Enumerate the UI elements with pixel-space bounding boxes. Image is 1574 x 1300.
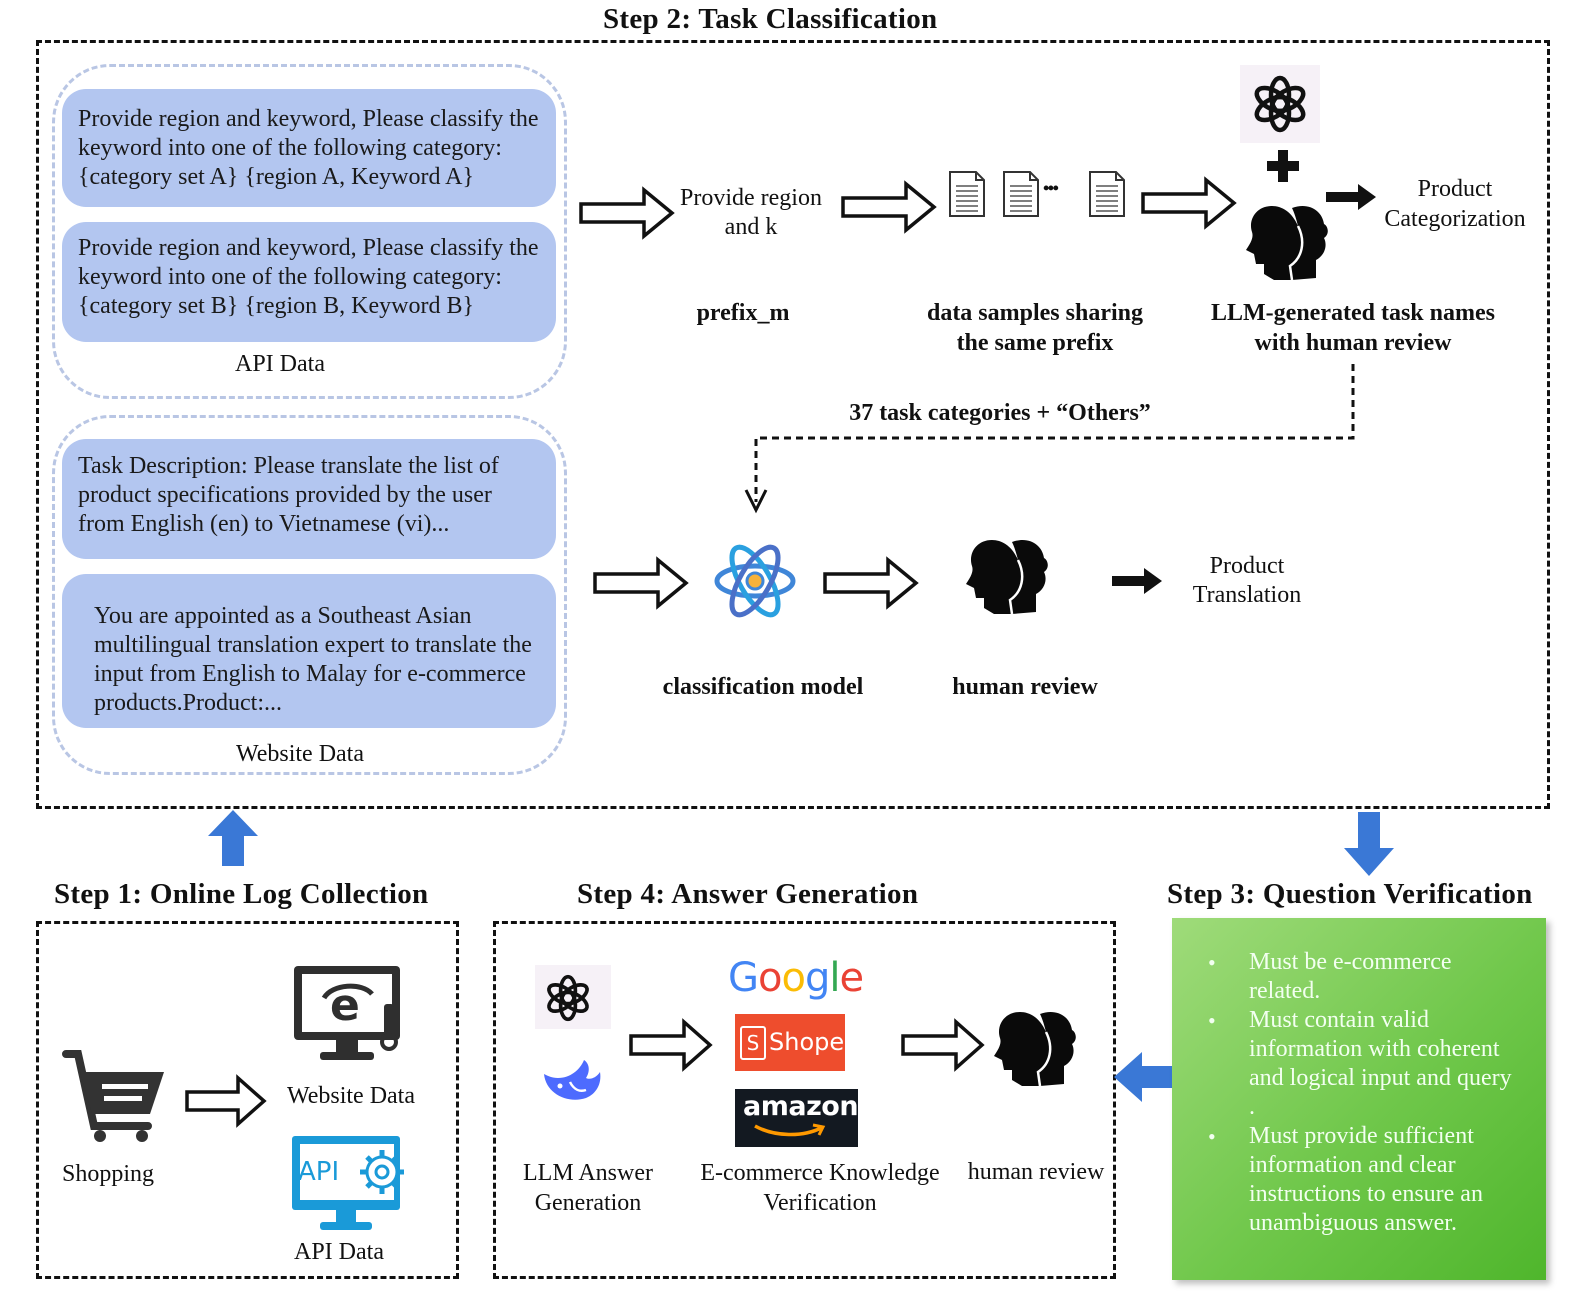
product-categorization: Product Categorization: [1384, 176, 1526, 232]
arrow-knowledge-to-review: [901, 1018, 985, 1072]
website-prompt-bubble-b: You are appointed as a Southeast Asian m…: [62, 574, 556, 728]
task-categories-label: 37 task categories + “Others”: [849, 400, 1151, 426]
website-monitor-icon: e: [294, 966, 400, 1060]
api-monitor-icon: API: [292, 1136, 404, 1230]
arrow-api-to-prefix: [579, 186, 675, 240]
human-head-icon-bottom: [992, 1010, 1078, 1088]
document-icon-2: [1003, 171, 1039, 217]
amazon-text: amazon: [743, 1091, 859, 1122]
blue-arrow-down: [1344, 812, 1394, 876]
document-icon-3: [1089, 171, 1125, 217]
llm-answer-label: LLM Answer Generation: [523, 1160, 653, 1216]
arrow-llm-to-knowledge: [629, 1018, 713, 1072]
step1-frame: [36, 921, 459, 1279]
arrow-to-product-translation: [1112, 568, 1162, 594]
api-prompt-bubble-b: Provide region and keyword, Please class…: [62, 222, 556, 342]
shopping-label: Shopping: [61, 1161, 154, 1187]
website-prompt-bubble-a: Task Description: Please translate the l…: [62, 439, 556, 559]
step4-frame: [493, 921, 1116, 1279]
step4-title: Step 4: Answer Generation: [577, 878, 919, 910]
arrow-shopping-to-sources: [185, 1074, 267, 1128]
shopee-text: Shopee: [769, 1028, 859, 1056]
api-icon-text: API: [298, 1157, 339, 1187]
arrow-model-to-review: [823, 556, 919, 610]
amazon-smile-icon: [754, 1123, 826, 1137]
human-review-label: human review: [952, 674, 1098, 700]
atom-model-icon: [714, 544, 796, 618]
google-logo: Google: [728, 955, 864, 1001]
openai-icon-bottom: [544, 974, 592, 1022]
arrow-to-product-categorization: [1326, 184, 1376, 210]
product-translation: Product Translation: [1192, 553, 1302, 608]
step4-human-review-label: human review: [967, 1159, 1105, 1185]
api-data-group: [52, 64, 567, 399]
human-head-icon-top: [1244, 204, 1330, 282]
blue-arrow-left: [1114, 1052, 1174, 1102]
ellipsis: • • •: [1043, 178, 1059, 198]
amazon-logo: amazon: [735, 1089, 859, 1147]
criteria-list: Must be e-commerce related. Must contain…: [1172, 918, 1546, 1238]
api-prompt-bubble-a: Provide region and keyword, Please class…: [62, 89, 556, 207]
shopee-bag-icon: S: [740, 1026, 766, 1060]
arrow-website-to-model: [593, 556, 689, 610]
llm-task-names-label: LLM-generated task names with human revi…: [1211, 300, 1495, 356]
samples-label: data samples sharing the same prefix: [926, 300, 1144, 356]
step2-frame: [36, 40, 1550, 809]
website-data-group: [52, 415, 567, 775]
prefix-text: Provide region and k: [680, 185, 822, 240]
criterion-item: Must contain valid information with cohe…: [1172, 1006, 1546, 1122]
deepseek-whale-icon: [544, 1060, 601, 1100]
api-data-label: API Data: [294, 1239, 384, 1265]
website-data-label: Website Data: [286, 1083, 415, 1109]
step3-title: Step 3: Question Verification: [1167, 878, 1533, 910]
human-head-icon-middle: [964, 538, 1050, 616]
criterion-item: Must be e-commerce related.: [1172, 948, 1546, 1006]
shopee-logo: S Shopee: [735, 1014, 859, 1071]
blue-arrow-up: [208, 810, 258, 866]
shopping-cart-icon: [62, 1050, 164, 1142]
openai-icon: [1280, 104, 1281, 105]
arrow-samples-to-llm: [1141, 176, 1237, 230]
step1-title: Step 1: Online Log Collection: [54, 878, 429, 910]
criterion-item: Must provide sufficient information and …: [1172, 1122, 1546, 1238]
arrow-prefix-to-samples: [841, 180, 937, 234]
api-data-group-label: API Data: [235, 351, 325, 377]
dashed-connector: [744, 364, 1355, 514]
knowledge-verification-label: E-commerce Knowledge Verification: [700, 1160, 940, 1216]
classification-model-label: classification model: [662, 674, 864, 700]
website-data-group-label: Website Data: [235, 741, 364, 767]
prefix-label: prefix_m: [696, 300, 790, 326]
step2-title: Step 2: Task Classification: [603, 3, 938, 35]
document-icon-1: [949, 171, 985, 217]
plus-icon: [1267, 150, 1299, 182]
verification-criteria-box: Must be e-commerce related. Must contain…: [1172, 918, 1546, 1280]
